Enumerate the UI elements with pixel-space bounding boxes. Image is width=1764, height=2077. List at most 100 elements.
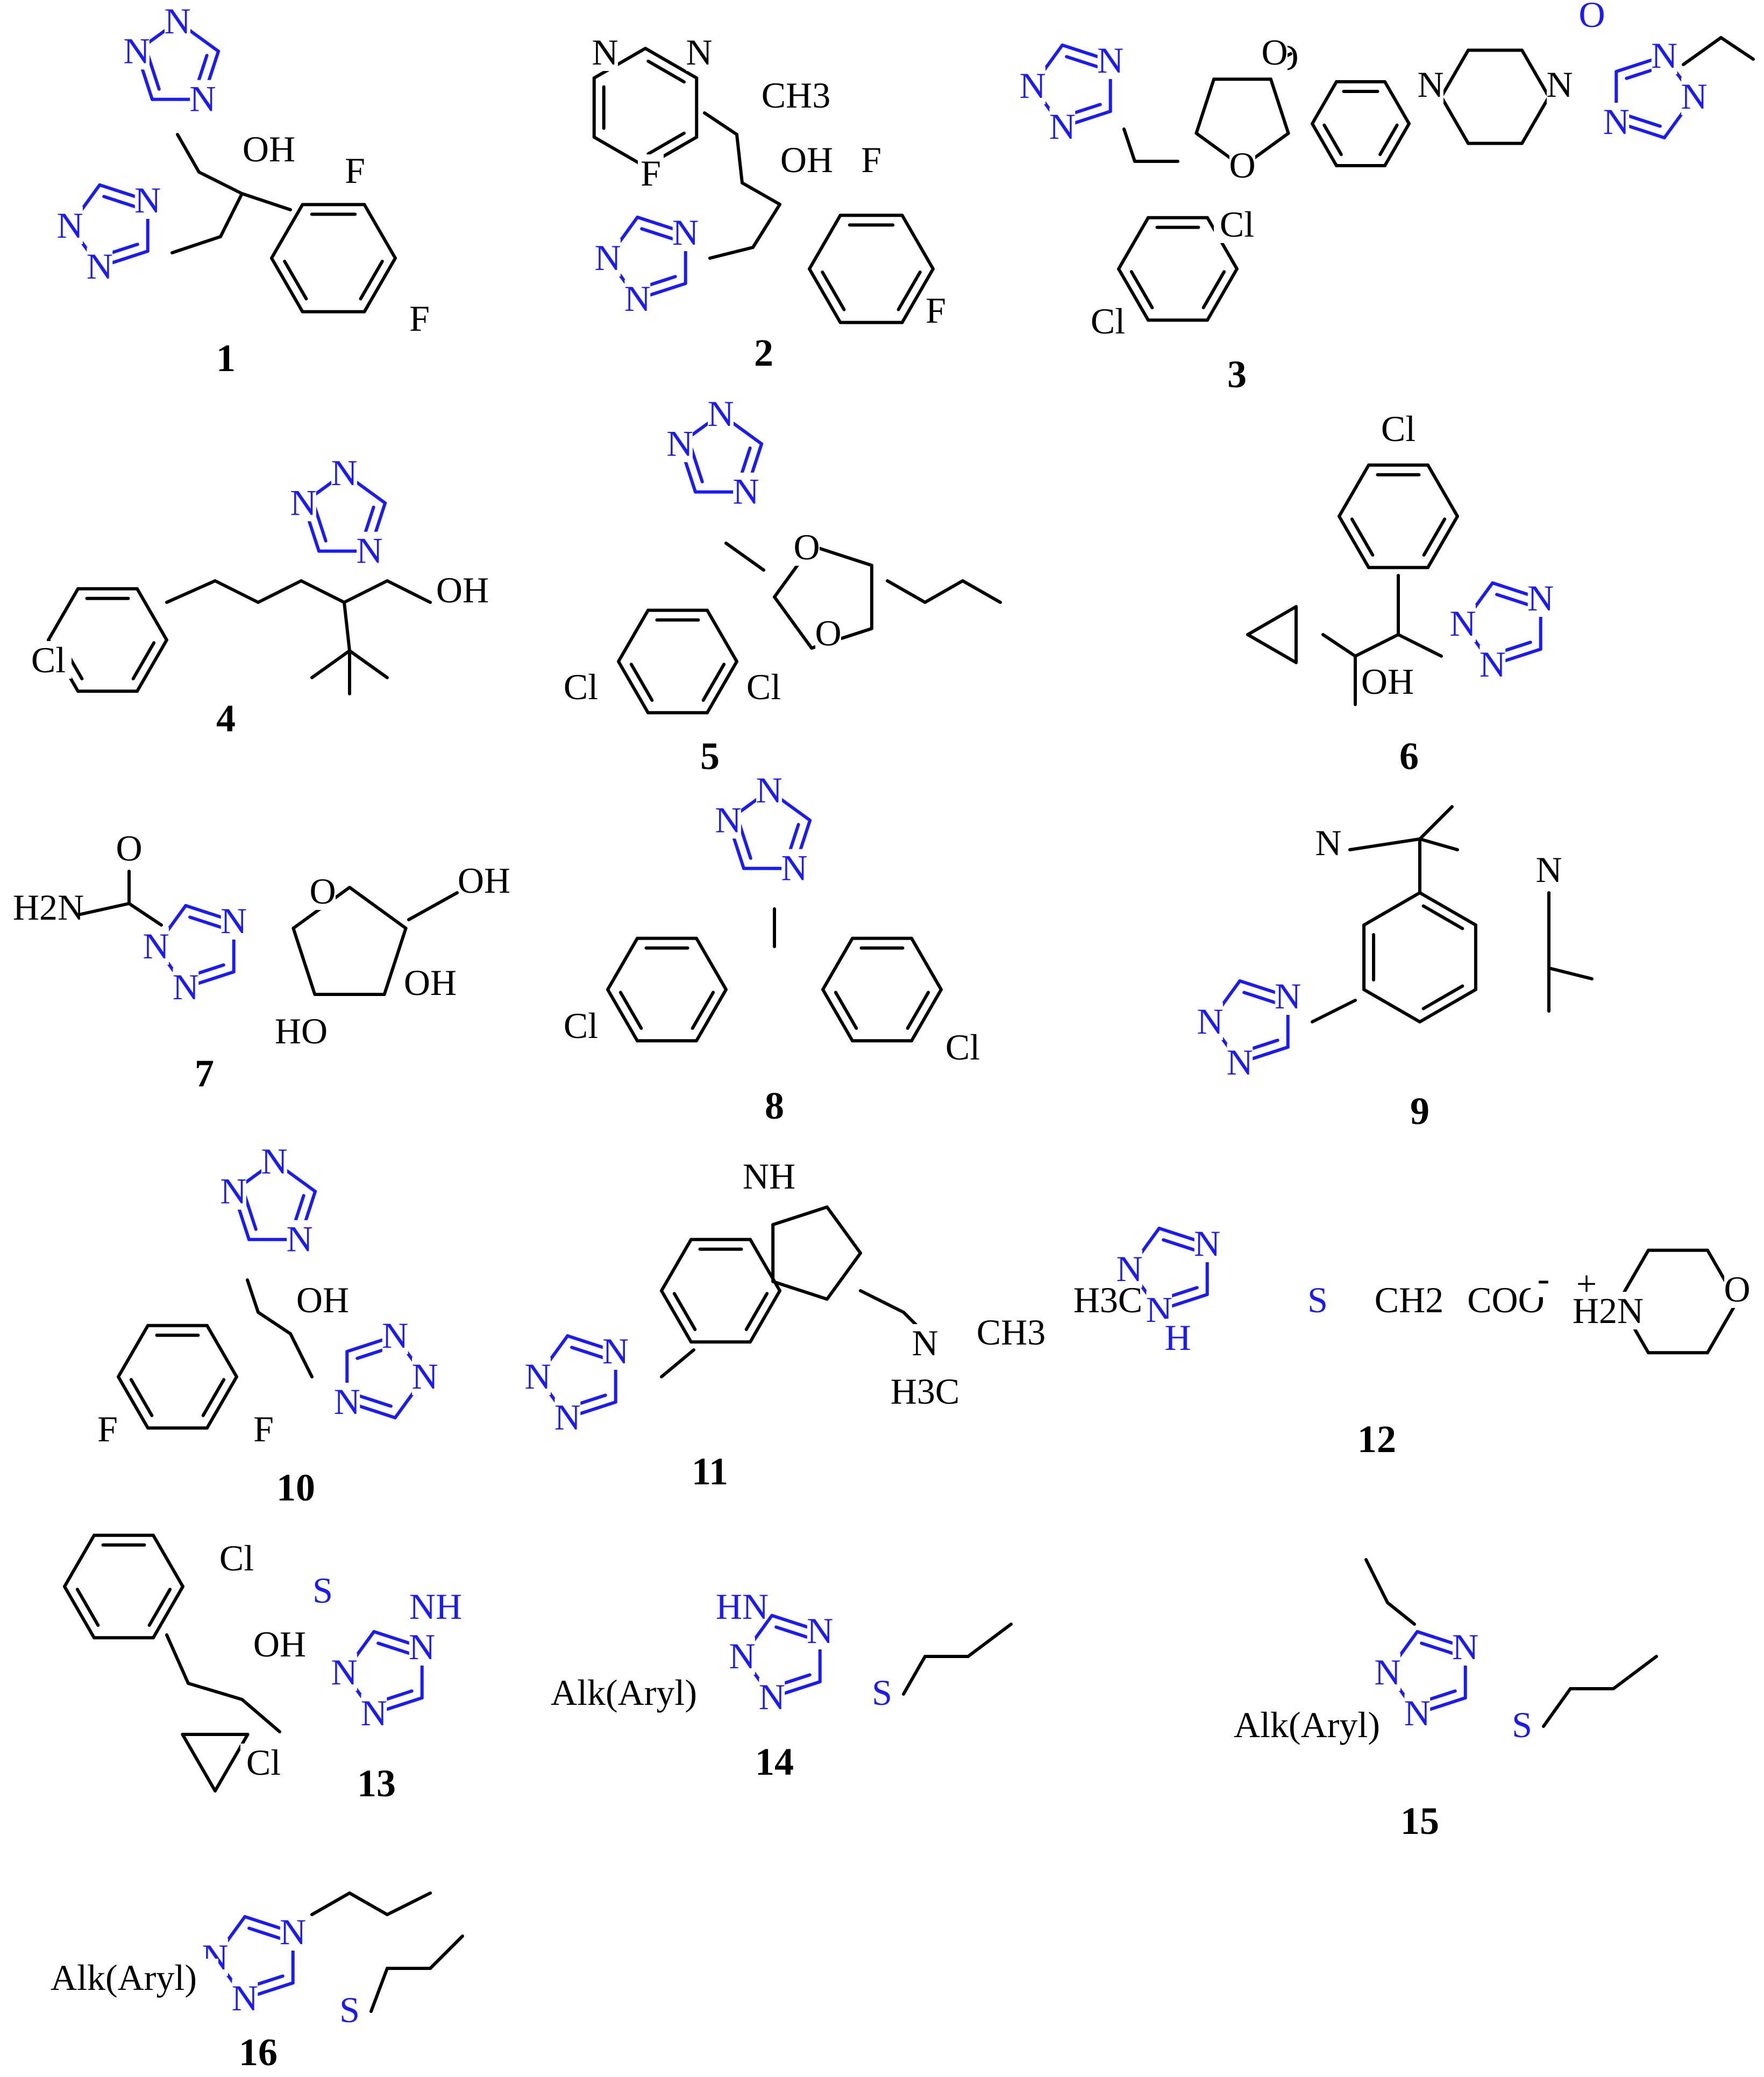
ring-bond xyxy=(1338,515,1370,570)
ring-bond xyxy=(900,267,935,324)
bond xyxy=(369,1967,389,2013)
label-background xyxy=(220,1172,246,1210)
bond xyxy=(1354,633,1400,658)
ring-bond xyxy=(63,1585,96,1640)
label-background xyxy=(1214,205,1260,243)
label-background xyxy=(624,280,651,318)
double-bond-line xyxy=(355,1393,393,1408)
triazole-n2: N xyxy=(1227,1042,1253,1083)
ring-bond xyxy=(362,257,397,314)
double-bond-line xyxy=(774,1625,812,1640)
triazole-n2: N xyxy=(715,799,741,840)
label-background xyxy=(165,2,190,40)
fluoro-label: F xyxy=(641,153,661,194)
triazole-n2: N xyxy=(87,246,113,287)
bond xyxy=(246,1278,260,1314)
bond xyxy=(708,246,755,260)
double-bond-line xyxy=(102,195,139,209)
double-bond-line xyxy=(243,1194,258,1231)
ring-bond xyxy=(695,988,728,1043)
ring-bond xyxy=(644,47,699,80)
bond xyxy=(386,579,432,604)
ring-bond xyxy=(362,203,397,260)
ring-bond xyxy=(152,1533,184,1588)
double-bond-line xyxy=(376,1641,414,1656)
triazole-n2: N xyxy=(173,966,199,1007)
methyl-label: H3C xyxy=(1073,1279,1142,1320)
label-background xyxy=(815,614,841,652)
label-background xyxy=(407,964,453,1001)
ring-bond xyxy=(1206,267,1239,322)
methyl-label: H3C xyxy=(891,1371,959,1412)
triazole-n4: N xyxy=(134,180,161,220)
ring-bond xyxy=(706,608,738,663)
bond xyxy=(886,579,927,604)
label-background xyxy=(331,1653,357,1691)
compound-number: 12 xyxy=(1357,1418,1396,1461)
compound-number: 4 xyxy=(216,697,236,740)
bond xyxy=(170,235,222,254)
hydroxyl-label: OH xyxy=(296,1279,349,1320)
label-background xyxy=(733,472,759,510)
ring-bond xyxy=(910,988,943,1043)
chloro-label: Cl xyxy=(31,639,66,680)
triazole-n2: N xyxy=(232,1978,258,2018)
triazole-n1: N xyxy=(331,1652,357,1692)
bond xyxy=(310,1891,351,1916)
ring-bond xyxy=(821,936,854,991)
double-bond-line xyxy=(1378,123,1399,157)
bond xyxy=(1122,127,1136,163)
triazole-n1: N xyxy=(729,1635,755,1676)
triazole-n4: N xyxy=(280,1911,306,1952)
label-background xyxy=(807,1611,833,1649)
chloro-label: Cl xyxy=(1381,408,1416,449)
bond xyxy=(343,601,351,652)
label-background xyxy=(1579,0,1605,33)
triazole-n4: N xyxy=(356,530,382,571)
ring-bond xyxy=(660,1237,693,1292)
label-background xyxy=(461,862,507,899)
triazole-n4: N xyxy=(1527,578,1554,618)
ring-bond xyxy=(821,988,854,1043)
ring-bond xyxy=(825,1251,862,1301)
label-background xyxy=(719,1588,765,1625)
triazole-n2: N xyxy=(290,482,316,523)
label-background xyxy=(1305,1281,1331,1319)
triazole-n2: N xyxy=(759,1676,785,1717)
ring-bond xyxy=(592,47,647,80)
bond xyxy=(165,1633,190,1685)
label-background xyxy=(1212,1706,1402,1744)
ring-bond xyxy=(1311,122,1338,167)
ring-bond xyxy=(270,203,304,260)
triazole-n2: N xyxy=(382,1315,408,1356)
chloro-label: Cl xyxy=(1091,301,1125,342)
hydroxyl-label: HO xyxy=(275,1011,328,1051)
morpholinium-n: H2N xyxy=(1573,1290,1644,1331)
label-background xyxy=(759,1678,785,1716)
bond xyxy=(407,891,459,921)
nitrile-n: N xyxy=(1315,822,1341,863)
label-background xyxy=(1527,579,1554,617)
triazole-n4: N xyxy=(781,848,807,888)
label-background xyxy=(1681,77,1707,115)
label-background xyxy=(220,901,247,940)
hydroxyl-label: OH xyxy=(1361,661,1414,702)
label-background xyxy=(310,872,336,910)
ring-bond xyxy=(808,267,842,324)
ring-bond xyxy=(1383,122,1411,167)
double-bond-line xyxy=(1065,55,1102,69)
bond xyxy=(1542,1687,1572,1728)
oxygen-label: O xyxy=(116,828,142,869)
double-bond-line xyxy=(146,54,161,91)
label-background xyxy=(763,76,829,114)
double-bond-line xyxy=(1242,991,1279,1005)
bond xyxy=(724,542,765,572)
label-background xyxy=(173,968,199,1006)
ring-bond xyxy=(1706,1300,1739,1355)
